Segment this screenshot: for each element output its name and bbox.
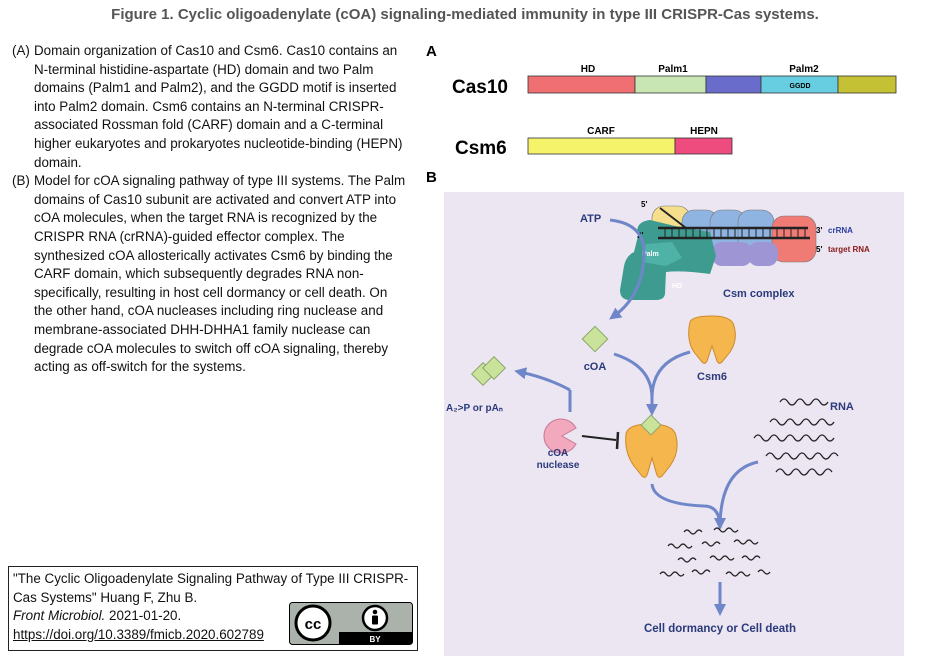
products-label: A₂>P or pAₙ (446, 403, 503, 414)
csm6-protein (688, 315, 736, 364)
palm-domain-label: Palm (642, 251, 659, 258)
figure-legend: (A) Domain organization of Cas10 and Csm… (12, 42, 407, 377)
csm6-carf-domain (527, 137, 676, 155)
citation-journal: Front Microbiol. (13, 608, 106, 624)
panel-a-domain-diagram: A Cas10 HD Palm1 Palm2 GGDD Csm6 CARF HE… (426, 43, 897, 159)
csm6-converge-arrow (650, 350, 691, 399)
target-rna-label: target RNA (828, 245, 870, 254)
atp-to-coa-arrow (609, 218, 646, 320)
csm6-hepn-domain (674, 137, 733, 155)
crrna-label: crRNA (828, 226, 853, 235)
atp-label: ATP (580, 213, 601, 225)
rna-label: RNA (830, 401, 854, 413)
hd-domain-label: HD (581, 64, 595, 75)
cas10-c-terminal-domain (837, 75, 897, 94)
carf-domain-label: CARF (587, 126, 615, 137)
degraded-rna-fragments (659, 527, 771, 577)
palm2-domain-label: Palm2 (789, 64, 819, 75)
citation-date: 2021-01-20. (105, 608, 182, 624)
cas10-hd-domain (527, 75, 636, 94)
crrna-3-prime-end: 3' (816, 226, 822, 235)
license-label: BY (369, 635, 381, 644)
inhibition-bar (615, 431, 620, 450)
hd-label: HD (672, 283, 682, 290)
panel-b-pathway-model: B 5' 3' 3' 5' crRNA target RNA Palm HD C… (426, 169, 904, 656)
csm6-name: Csm6 (455, 138, 507, 159)
inhibition-line (581, 435, 617, 441)
legend-text-a: Domain organization of Cas10 and Csm6. C… (34, 43, 403, 170)
legend-text-b: Model for cOA signaling pathway of type … (34, 173, 406, 375)
target-5-prime-end: 5' (816, 245, 822, 254)
cc-icon (294, 604, 332, 642)
citation-doi-link[interactable]: https://doi.org/10.3389/fmicb.2020.60278… (13, 626, 264, 642)
csm6-to-degradation-arrow (650, 483, 722, 529)
cc-by-license-badge[interactable]: cc BY (289, 602, 413, 645)
rna-molecules (753, 398, 839, 476)
coa-nuclease-label-line2: nuclease (537, 460, 580, 471)
palm1-domain-label: Palm1 (658, 64, 688, 75)
coa-molecule (581, 325, 609, 353)
crrna-5-prime-end: 5' (641, 200, 647, 209)
svg-text:cc: cc (305, 616, 322, 633)
outcome-label: Cell dormancy or Cell death (644, 623, 796, 635)
legend-tag-a: (A) (12, 43, 30, 58)
coa-degradation-arrow (514, 367, 571, 392)
legend-item-a: (A) Domain organization of Cas10 and Csm… (12, 42, 407, 172)
csm-complex (620, 205, 817, 300)
coa-nuclease-pacman (543, 418, 577, 454)
legend-tag-b: (B) (12, 173, 30, 189)
panel-b-label: B (426, 169, 437, 186)
degraded-coa-piece-2 (481, 355, 507, 381)
cas10-name: Cas10 (452, 77, 508, 98)
csm6-label: Csm6 (697, 371, 727, 383)
coa-label: cOA (584, 361, 607, 373)
citation-box: "The Cyclic Oligoadenylate Signaling Pat… (8, 566, 418, 651)
figure-title: Figure 1. Cyclic oligoadenylate (cOA) si… (111, 6, 819, 23)
ggdd-motif-label: GGDD (790, 83, 811, 90)
csm-complex-label: Csm complex (723, 288, 795, 300)
bound-coa (640, 414, 662, 436)
panel-a-label: A (426, 43, 437, 60)
coa-nuclease-label-line1: cOA (548, 448, 569, 459)
citation-title: "The Cyclic Oligoadenylate Signaling Pat… (13, 571, 409, 605)
cas10-linker-domain (705, 75, 762, 94)
legend-item-b: (B) Model for cOA signaling pathway of t… (12, 172, 407, 377)
cas10-palm1-domain (634, 75, 707, 94)
hepn-domain-label: HEPN (690, 126, 718, 137)
citation-source: Front Microbiol. 2021-01-20. (13, 607, 413, 626)
